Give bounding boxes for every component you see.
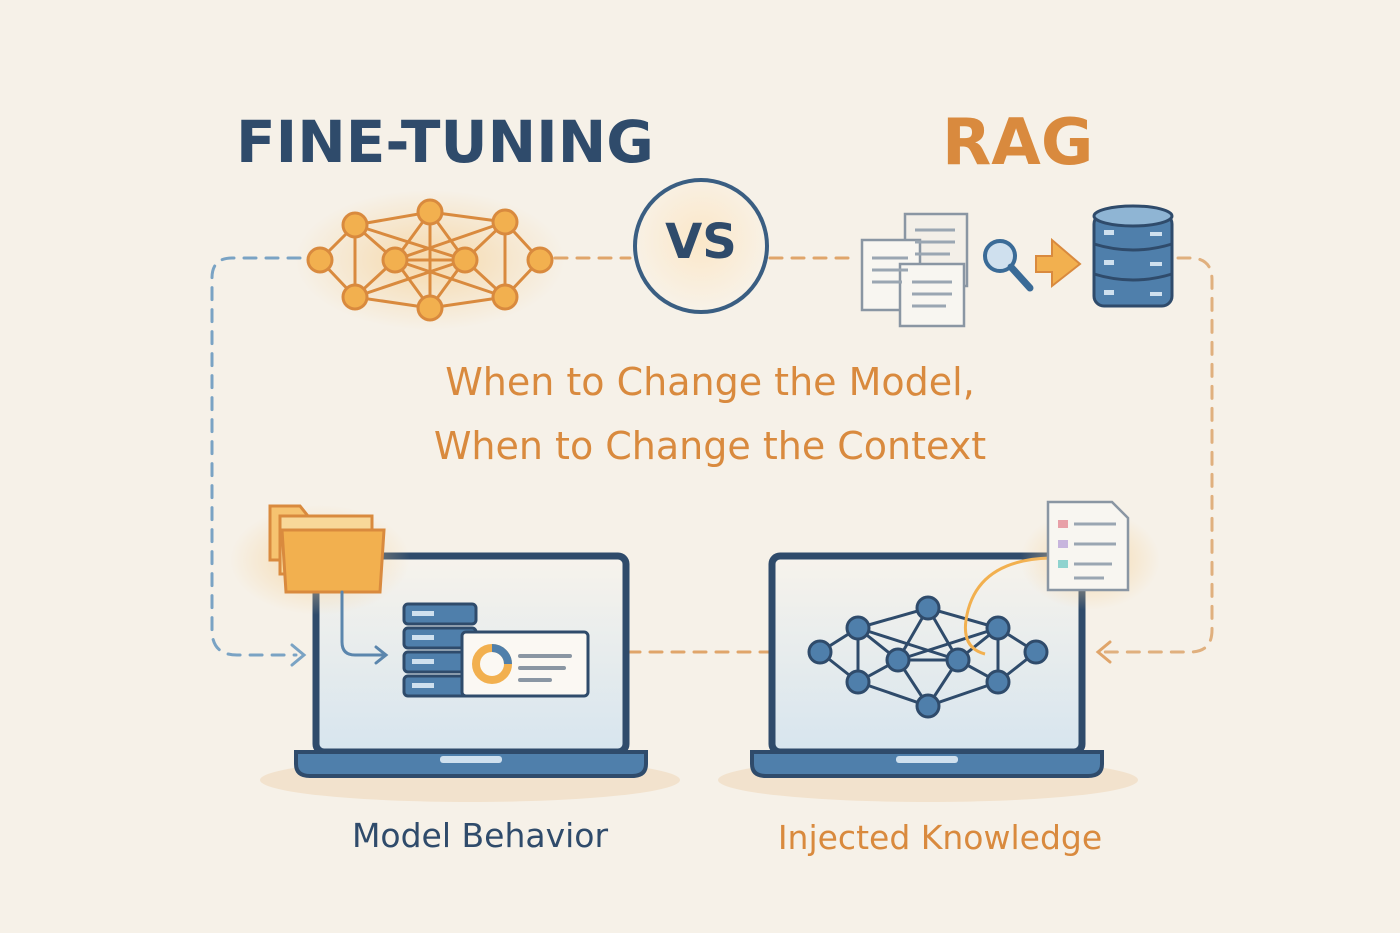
folder-icon xyxy=(230,504,410,615)
subtitle-line-2: When to Change the Context xyxy=(433,424,987,468)
laptop-right xyxy=(718,552,1138,802)
folder-arrow-icon xyxy=(340,590,389,665)
server-stack-icon xyxy=(402,602,478,698)
documents-icon xyxy=(860,212,969,328)
arrow-icon xyxy=(1035,237,1082,289)
model-behavior-label: Model Behavior xyxy=(351,816,609,855)
dashboard-card-icon xyxy=(460,630,590,698)
vs-badge xyxy=(633,178,769,314)
subtitle-line-1: When to Change the Model, xyxy=(445,360,975,404)
injected-knowledge-label: Injected Knowledge xyxy=(777,818,1103,857)
document-link-line xyxy=(963,556,1051,656)
document-icon xyxy=(1020,500,1160,610)
vs-label: VS xyxy=(665,214,737,270)
arrowhead-left-icon xyxy=(290,643,307,667)
database-icon xyxy=(1092,204,1174,308)
fine-tuning-title: FINE-TUNING xyxy=(236,108,654,176)
magnifier-icon xyxy=(983,239,1034,292)
neural-network-icon xyxy=(295,190,565,330)
connector-lines xyxy=(210,256,1214,657)
laptop-neural-network-icon xyxy=(807,595,1049,719)
rag-title: RAG xyxy=(942,106,1094,180)
arrowhead-right-icon xyxy=(1095,640,1112,664)
